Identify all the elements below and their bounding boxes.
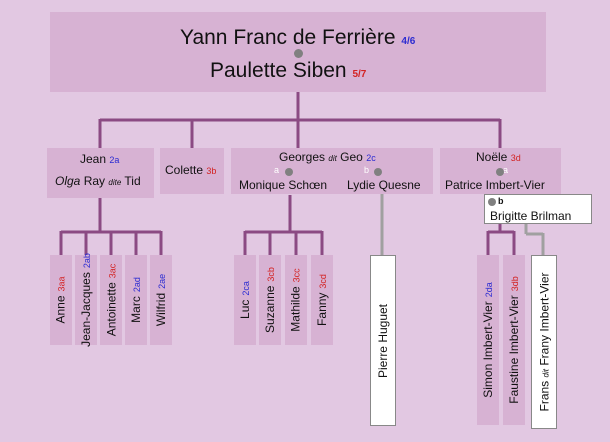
jean-spouse-nick: Tid (124, 174, 141, 188)
child-label: Antoinette 3ac (104, 264, 118, 337)
child-name: Jean-Jacques (79, 272, 93, 347)
marriage-dot-b (488, 198, 496, 206)
jean-tag: 2a (109, 155, 120, 165)
child-name: Fanny (315, 292, 329, 326)
georges-tag: 2c (366, 153, 376, 163)
child-tag: 3db (510, 276, 520, 292)
child-box[interactable]: Simon Imbert-Vier 2da (477, 255, 499, 425)
jean-label: Jean (80, 152, 107, 166)
georges-spouse-b: Lydie Quesne (347, 178, 421, 192)
child-tag: 2ab (82, 253, 92, 269)
noele-box[interactable]: Noële 3d a Patrice Imbert-Vier (440, 148, 561, 194)
colette-box[interactable]: Colette 3b (160, 148, 224, 194)
root-couple-box[interactable]: Yann Franc de Ferrière 4/6 Paulette Sibe… (50, 12, 546, 92)
child-tag: 3cd (318, 274, 328, 289)
child-label: Suzanne 3cb (263, 267, 277, 333)
root-wife: Paulette Siben 5/7 (210, 59, 366, 83)
georges-name: Georges dit Geo 2c (279, 150, 376, 164)
child-tag: 3cc (292, 268, 302, 283)
child-name: Mathilde (289, 286, 303, 332)
frans-family: Imbert-Vier (537, 272, 551, 332)
child-box[interactable]: Antoinette 3ac (100, 255, 122, 345)
child-label: Mathilde 3cc (289, 268, 303, 331)
child-name: Simon Imbert-Vier (481, 301, 496, 398)
frans-box[interactable]: Frans dit Frany Imbert-Vier (531, 255, 557, 429)
child-name: Suzanne (263, 285, 278, 333)
child-name: Luc (238, 299, 252, 319)
marriage-dot-a (496, 168, 504, 176)
child-tag: 3aa (57, 276, 67, 292)
colette-label: Colette (165, 163, 204, 177)
child-box[interactable]: Mathilde 3cc (285, 255, 307, 345)
pierre-huguet-name: Pierre Huguet (376, 303, 391, 378)
noele-name: Noële 3d (476, 150, 521, 164)
brigitte-box[interactable]: b Brigitte Brilman (484, 194, 592, 224)
georges-spouse-a: Monique Schœn (239, 178, 328, 192)
root-husband-name: Yann Franc de Ferrière (180, 26, 396, 49)
georges-dit: dit (328, 154, 337, 163)
root-wife-name: Paulette Siben (210, 59, 347, 82)
child-label: Wilfrid 2ae (154, 274, 168, 326)
child-box[interactable]: Luc 2ca (234, 255, 256, 345)
noele-tag: 3d (510, 153, 521, 163)
child-name: Antoinette (104, 282, 118, 337)
marriage-dot (294, 49, 303, 58)
child-box[interactable]: Suzanne 3cb (259, 255, 281, 345)
child-box[interactable]: Faustine Imbert-Vier 3db (503, 255, 525, 425)
georges-label: Georges (279, 150, 326, 164)
marriage-dot-b (374, 168, 382, 176)
child-tag: 2ae (157, 273, 168, 289)
child-label: Faustine Imbert-Vier 3db (507, 276, 521, 404)
georges-nick: Geo (340, 150, 363, 164)
child-box[interactable]: Fanny 3cd (311, 255, 333, 345)
child-tag: 2ad (132, 277, 143, 293)
frans-name: Frans dit Frany Imbert-Vier (537, 273, 551, 412)
child-box[interactable]: Marc 2ad (125, 255, 147, 345)
child-label: Anne 3aa (54, 276, 68, 323)
child-tag: 3ac (107, 263, 117, 279)
spouse-b-letter: b (364, 165, 370, 175)
georges-box[interactable]: Georges dit Geo 2c a b Monique Schœn Lyd… (231, 148, 433, 194)
jean-spouse-family: Ray (83, 174, 106, 188)
frans-nick: Frany (537, 334, 551, 366)
child-label: Luc 2ca (238, 281, 252, 319)
child-box[interactable]: Jean-Jacques 2ab (75, 253, 97, 347)
child-box[interactable]: Wilfrid 2ae (150, 255, 172, 345)
noele-spouse-a: Patrice Imbert-Vier (445, 178, 545, 192)
child-name: Wilfrid (154, 292, 169, 327)
jean-name: Jean 2a (80, 152, 119, 166)
child-tag: 2da (484, 282, 495, 298)
jean-spouse: Olga Ray dite Tid (55, 174, 141, 188)
child-name: Anne (54, 295, 68, 324)
child-name: Faustine Imbert-Vier (507, 295, 521, 404)
marriage-dot-a (285, 168, 293, 176)
child-tag: 3cb (266, 267, 277, 282)
child-label: Fanny 3cd (315, 274, 329, 326)
child-label: Marc 2ad (129, 277, 143, 323)
jean-spouse-given: Olga (55, 174, 81, 188)
jean-box[interactable]: Jean 2a Olga Ray dite Tid (47, 148, 154, 198)
pierre-huguet-box[interactable]: Pierre Huguet (370, 255, 396, 426)
frans-given: Frans (537, 380, 551, 412)
root-wife-tag: 5/7 (352, 69, 367, 80)
root-husband: Yann Franc de Ferrière 4/6 (180, 26, 415, 50)
colette-name: Colette 3b (165, 163, 216, 177)
child-name: Marc (129, 296, 144, 323)
spouse-b-letter: b (498, 196, 504, 206)
spouse-a-letter: a (503, 165, 509, 175)
child-box[interactable]: Anne 3aa (50, 255, 72, 345)
noele-label: Noële (476, 150, 508, 164)
child-label: Jean-Jacques 2ab (79, 253, 93, 347)
spouse-a-letter: a (274, 165, 280, 175)
child-tag: 2ca (241, 281, 251, 296)
child-label: Simon Imbert-Vier 2da (481, 282, 495, 398)
frans-dit: dit (541, 369, 550, 378)
jean-spouse-dite: dite (108, 178, 122, 187)
colette-tag: 3b (206, 166, 217, 176)
brigitte-name: Brigitte Brilman (490, 209, 572, 223)
root-husband-tag: 4/6 (401, 36, 416, 47)
